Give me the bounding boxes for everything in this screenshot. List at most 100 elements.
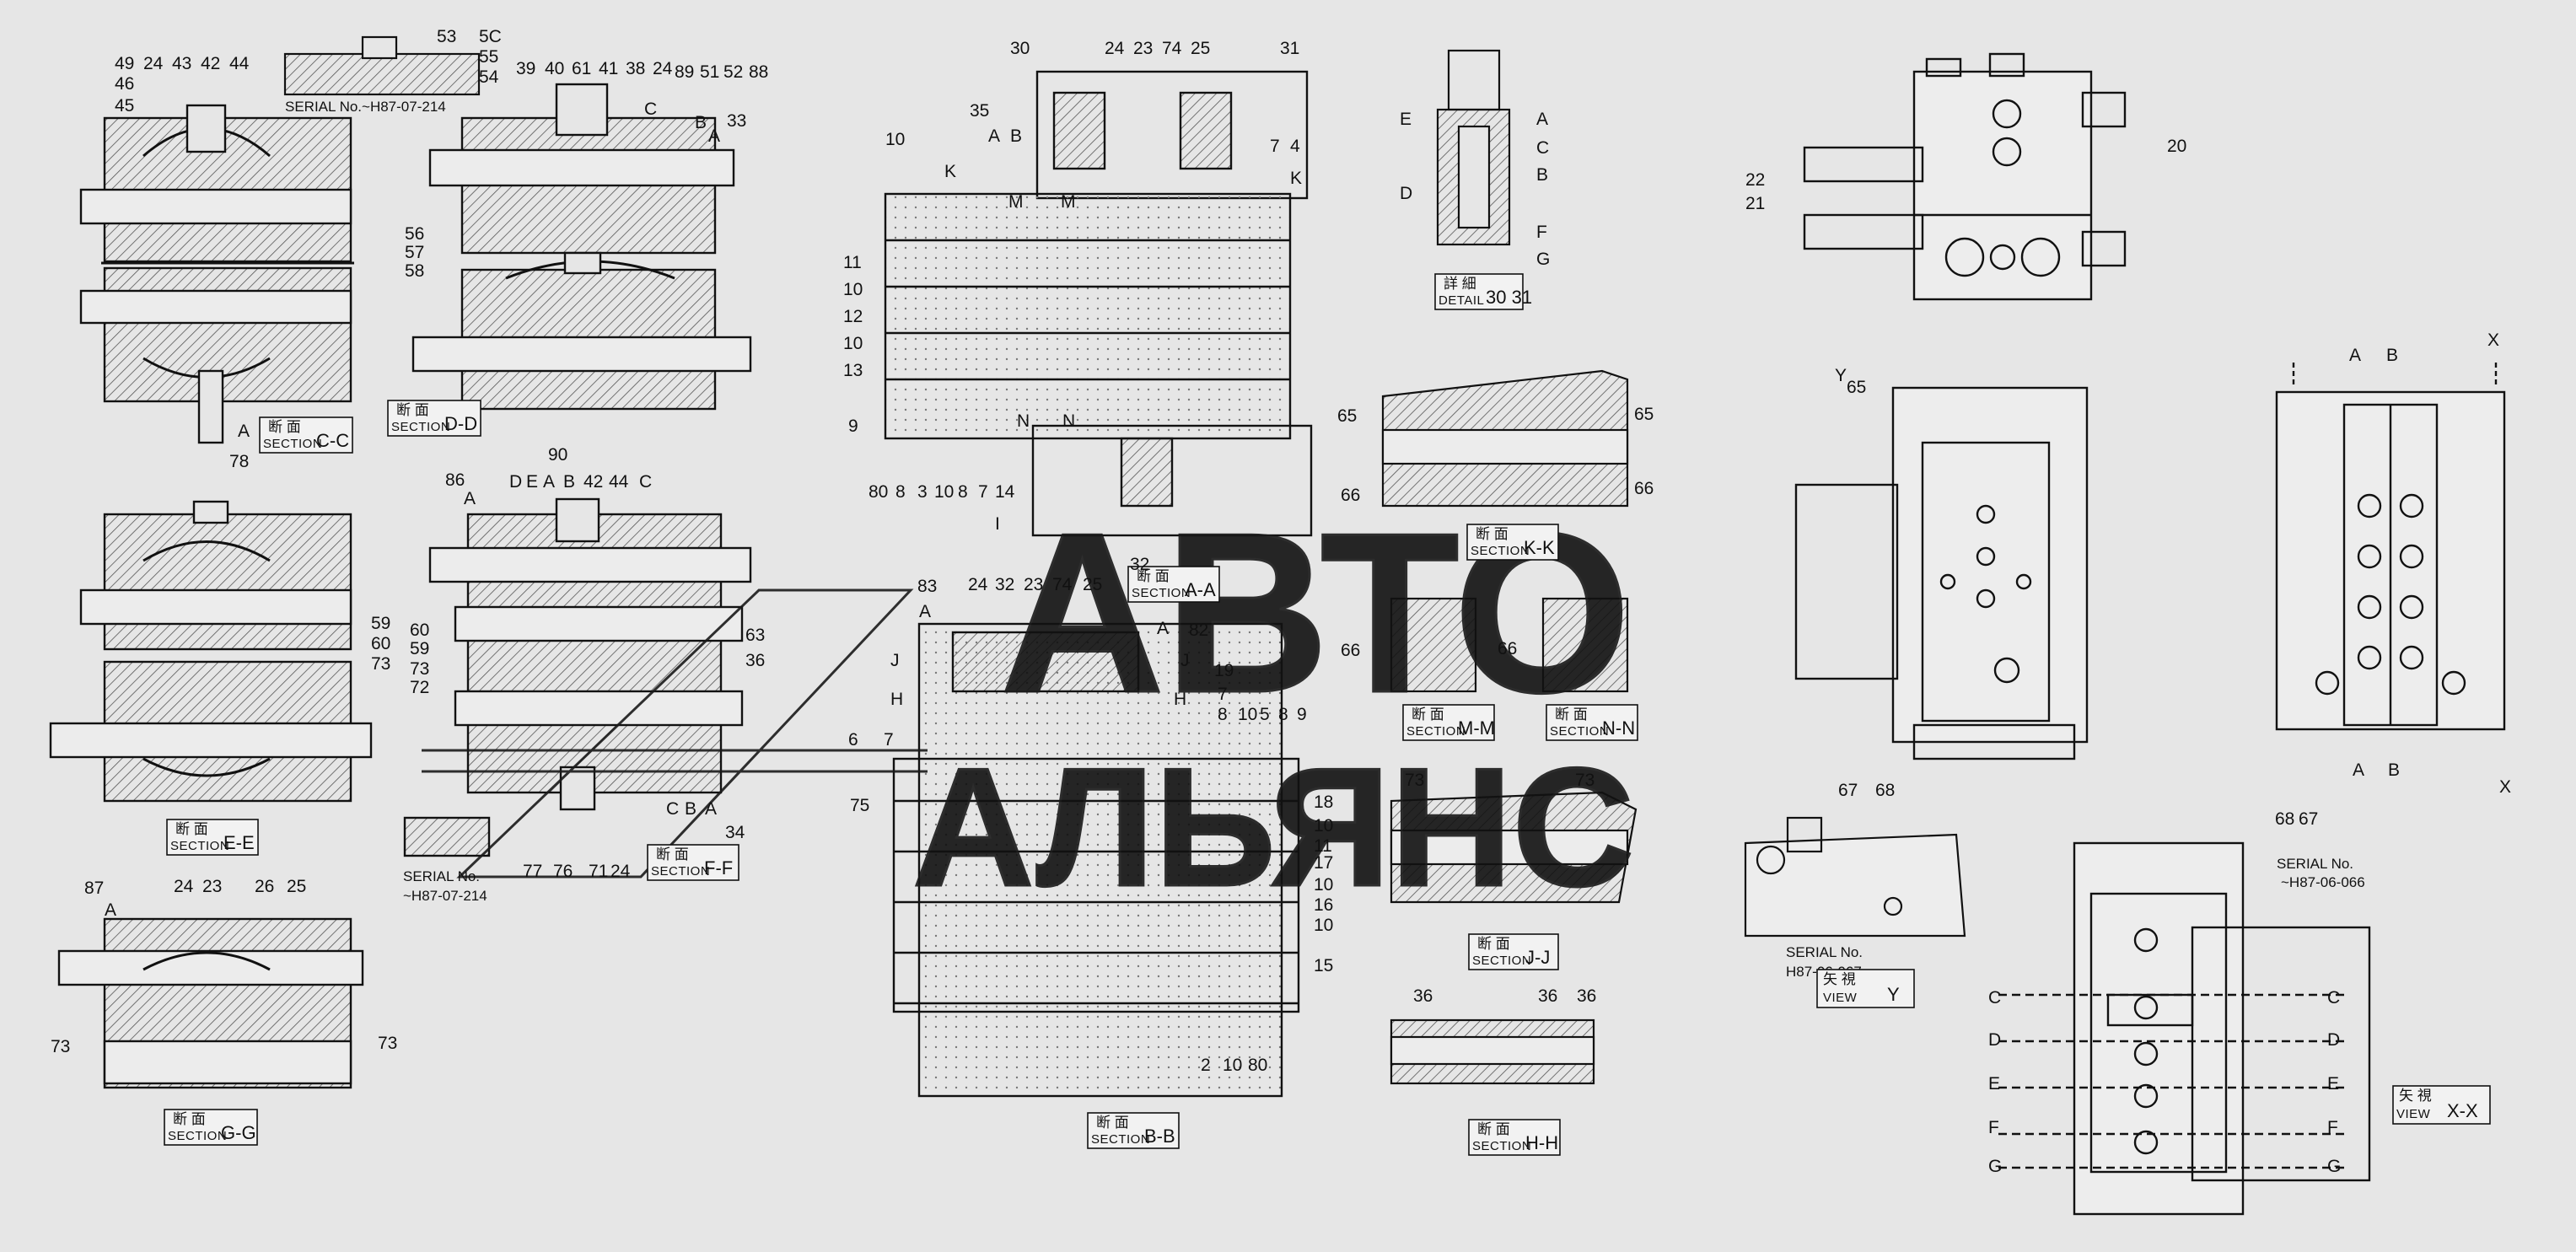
caption-section-h-h: 断 面 SECTION H-H xyxy=(1468,1119,1561,1156)
part-label-l097: 32 xyxy=(1130,555,1149,574)
part-label-l118: H xyxy=(890,690,903,709)
part-label-l089: N xyxy=(1062,411,1075,431)
part-label-l123: 10 xyxy=(1314,816,1333,836)
part-label-l004: 42 xyxy=(201,54,220,73)
part-label-l151: 20 xyxy=(2167,137,2186,156)
view-y-drawing xyxy=(1794,386,2089,760)
part-label-l043: 73 xyxy=(371,654,390,674)
part-label-l028: 56 xyxy=(405,224,424,244)
part-label-l090: 80 xyxy=(869,482,888,502)
part-label-l109: J xyxy=(1180,651,1190,670)
part-label-l168: D xyxy=(1988,1030,2001,1050)
part-label-l165: 67 xyxy=(2299,809,2318,829)
part-label-l125: 17 xyxy=(1314,853,1333,873)
part-label-l098: I xyxy=(995,514,1000,534)
part-label-l163: X xyxy=(2499,777,2511,797)
part-label-l116: 8 xyxy=(1278,705,1288,724)
caption-id: K-K xyxy=(1524,537,1555,558)
part-label-l158: A xyxy=(2349,346,2361,365)
part-label-l103: 74 xyxy=(1052,575,1073,594)
part-label-l102: 23 xyxy=(1024,575,1043,594)
watermark-line2: АЛЬЯНС xyxy=(912,733,1634,922)
caption-jp: 断 面 xyxy=(1412,707,1444,723)
serial-view-x-line1: SERIAL No. xyxy=(2277,856,2353,872)
caption-en: SECTION xyxy=(170,839,229,853)
part-label-l036: A xyxy=(543,472,555,492)
part-label-l152: 22 xyxy=(1745,170,1765,190)
caption-jp: 断 面 xyxy=(1477,1121,1510,1137)
caption-section-e-e: 断 面 SECTION E-E xyxy=(166,819,259,856)
part-label-l166: C xyxy=(1988,988,2001,1008)
part-label-l157: 68 xyxy=(1875,781,1895,800)
part-label-l134: A xyxy=(1536,110,1548,129)
part-label-l049: 36 xyxy=(745,651,765,670)
section-m-m-drawing xyxy=(1390,597,1477,693)
part-label-l095: 7 xyxy=(978,482,988,502)
part-label-l096: 14 xyxy=(995,482,1015,502)
part-label-l013: 54 xyxy=(479,67,499,87)
part-label-l007: 45 xyxy=(115,96,134,116)
caption-jp: 断 面 xyxy=(268,419,301,435)
part-label-l155: 65 xyxy=(1847,378,1866,397)
part-label-l145: 66 xyxy=(1498,639,1517,658)
part-label-l106: 82 xyxy=(1189,621,1208,640)
part-label-l014: 39 xyxy=(516,59,535,78)
part-label-l142: 66 xyxy=(1341,486,1360,505)
part-label-l114: 10 xyxy=(1238,705,1257,724)
part-label-l019: 24 xyxy=(653,59,673,78)
part-label-l100: 24 xyxy=(968,575,988,594)
part-label-l062: 26 xyxy=(255,877,274,896)
part-label-l037: B xyxy=(563,472,575,492)
part-label-l115: 5 xyxy=(1260,705,1270,724)
part-label-l131: 10 xyxy=(1223,1056,1242,1075)
part-label-l005: 44 xyxy=(229,54,250,73)
part-label-l002: 24 xyxy=(143,54,164,73)
part-label-l033: 90 xyxy=(548,445,567,465)
part-label-l129: 15 xyxy=(1314,956,1333,975)
caption-id: X-X xyxy=(2447,1100,2478,1121)
part-label-l072: 35 xyxy=(970,101,989,121)
caption-section-a-a: 断 面 SECTION A-A xyxy=(1127,566,1220,603)
section-g-g-drawing xyxy=(57,917,364,1089)
part-label-l065: 73 xyxy=(378,1034,397,1053)
part-label-l010: 53 xyxy=(437,27,456,46)
caption-jp: 矢 視 xyxy=(1823,971,1856,987)
section-e-e-drawing xyxy=(49,500,373,803)
part-label-l104: 25 xyxy=(1083,575,1102,594)
part-label-l135: C xyxy=(1536,138,1549,158)
part-label-l082: 11 xyxy=(843,253,862,272)
part-label-l107: J xyxy=(890,651,900,670)
caption-detail-30-31: 詳 細 DETAIL 30 31 xyxy=(1434,273,1532,310)
caption-id: Y xyxy=(1887,984,1900,1005)
caption-en: SECTION xyxy=(1550,724,1609,739)
part-label-l034: D xyxy=(509,472,522,492)
part-label-l138: F xyxy=(1536,223,1547,242)
caption-jp: 断 面 xyxy=(1137,568,1170,584)
caption-jp: 矢 視 xyxy=(2399,1088,2432,1104)
part-label-l083: 10 xyxy=(843,280,863,299)
section-b-b-drawing xyxy=(892,622,1300,1098)
part-label-l127: 16 xyxy=(1314,895,1333,915)
part-label-l156: 67 xyxy=(1838,781,1858,800)
part-label-l077: 7 xyxy=(1270,137,1280,156)
part-label-l012: 55 xyxy=(479,47,498,67)
part-label-l059: A xyxy=(105,900,116,920)
caption-jp: 断 面 xyxy=(1476,526,1508,542)
caption-jp: 断 面 xyxy=(1555,707,1588,723)
part-label-l060: 24 xyxy=(174,877,194,896)
part-label-l011: 5C xyxy=(479,27,502,46)
part-label-l006: 46 xyxy=(115,74,134,94)
part-label-l153: 21 xyxy=(1745,194,1765,213)
caption-en: SECTION xyxy=(391,420,450,434)
caption-id: H-H xyxy=(1525,1132,1558,1153)
caption-jp: 断 面 xyxy=(173,1111,206,1127)
caption-id: 30 31 xyxy=(1486,287,1532,308)
part-label-l020: 89 xyxy=(675,62,694,82)
caption-view-y: 矢 視 VIEW Y xyxy=(1816,969,1915,1008)
part-label-l128: 10 xyxy=(1314,916,1333,935)
part-label-l174: G xyxy=(1988,1157,2002,1176)
part-label-l008: A xyxy=(238,422,250,441)
part-label-l170: E xyxy=(1988,1074,2000,1093)
watermark-logo: АВТО АЛЬЯНС xyxy=(422,486,1635,923)
part-label-l108: A xyxy=(1157,619,1169,638)
